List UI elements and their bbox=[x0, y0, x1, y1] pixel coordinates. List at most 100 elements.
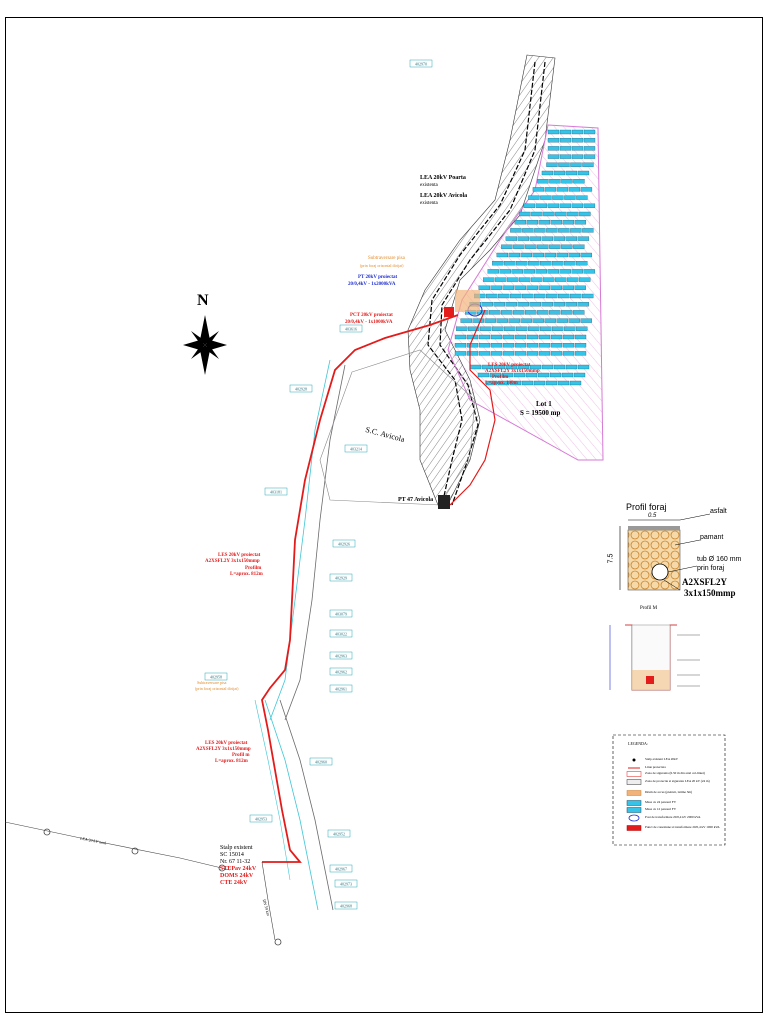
north-label: N bbox=[197, 292, 209, 309]
pv-panel-table bbox=[565, 364, 578, 370]
pv-panel-table bbox=[517, 302, 529, 307]
parcel-code: 402973 bbox=[340, 882, 352, 887]
pv-panel-table bbox=[580, 187, 593, 192]
profil-foraj-prin: prin foraj bbox=[697, 565, 725, 572]
pv-panel-table bbox=[532, 187, 545, 192]
pv-panel-table bbox=[565, 170, 578, 176]
pv-panel-table bbox=[501, 310, 513, 315]
pv-panel-table bbox=[525, 310, 537, 315]
legend-symbol bbox=[626, 807, 642, 813]
pv-panel-table bbox=[544, 318, 556, 323]
pv-panel-table bbox=[504, 261, 516, 266]
pv-panel-table bbox=[550, 351, 563, 356]
pv-panel-table bbox=[505, 302, 517, 307]
profil-foraj-pamant: pamant bbox=[700, 534, 724, 541]
profil-m-diagram bbox=[609, 624, 700, 691]
pv-panel-table bbox=[559, 129, 572, 135]
parcel-code: 402928 bbox=[295, 387, 307, 392]
pv-panel-table bbox=[541, 302, 553, 307]
pv-panel-table bbox=[550, 343, 563, 348]
pt47-transformer-icon bbox=[438, 495, 450, 509]
pv-panel-table bbox=[523, 269, 535, 274]
parcel-code: 402963 bbox=[335, 654, 347, 659]
pv-panel-table bbox=[549, 244, 561, 249]
profil-m-title: Profil M bbox=[640, 606, 658, 611]
parcel-code: 402929 bbox=[335, 576, 347, 581]
pv-panel-table bbox=[454, 351, 467, 356]
pv-panel-table bbox=[490, 343, 503, 348]
lea-avicola-label: LEA 20kV Avicola bbox=[420, 193, 468, 199]
pv-panel-table bbox=[469, 364, 482, 370]
parcel-code: 402953 bbox=[255, 817, 267, 822]
legend-item-label: Masa cu 24 panouri FV bbox=[645, 799, 677, 804]
pv-panel-table bbox=[537, 244, 549, 249]
pv-panel-table bbox=[577, 302, 589, 307]
profil-foraj-cable-2: 3x1x150mmp bbox=[684, 588, 736, 598]
dn-road-line bbox=[261, 861, 276, 941]
pv-panel-table bbox=[481, 364, 494, 370]
parcel-box bbox=[334, 901, 358, 910]
legend-symbol bbox=[626, 771, 642, 777]
pv-panel-table bbox=[525, 372, 538, 378]
pv-panel-table bbox=[550, 334, 563, 340]
pv-panel-table bbox=[508, 318, 520, 323]
les-mid-1: LES 20kV proiectat bbox=[218, 553, 261, 558]
pv-panel-table bbox=[489, 372, 502, 378]
pv-panel-table bbox=[570, 228, 582, 233]
pv-panel-table bbox=[562, 334, 575, 340]
pv-panel-table bbox=[507, 277, 519, 282]
pv-panel-table bbox=[583, 154, 596, 159]
parcel-code: 403079 bbox=[335, 612, 347, 617]
parcel-box bbox=[204, 672, 228, 681]
pv-panel-table bbox=[577, 170, 590, 176]
pv-panel-table bbox=[513, 372, 526, 378]
legend-symbol bbox=[632, 758, 636, 762]
pv-panel-table bbox=[553, 302, 565, 307]
pv-panel-table bbox=[583, 203, 596, 208]
pv-panel-table bbox=[574, 334, 587, 340]
pv-panel-table bbox=[454, 334, 467, 340]
parcel-code: 403214 bbox=[350, 447, 362, 452]
lea-line-a bbox=[427, 61, 536, 506]
pv-panel-table bbox=[553, 170, 566, 176]
legend-item-label: Post de transformare 20/0,4 kV 2000 kVA bbox=[645, 814, 701, 819]
pv-panel-table bbox=[481, 302, 493, 307]
pv-panel-table bbox=[555, 277, 567, 282]
pv-panel-table bbox=[573, 179, 585, 184]
pv-panel-table bbox=[574, 351, 587, 356]
pv-panel-table bbox=[544, 252, 556, 258]
pv-panel-table bbox=[534, 228, 546, 233]
pv-panel-table bbox=[526, 220, 539, 225]
pv-panel-table bbox=[496, 318, 508, 323]
profil-foraj-diagram bbox=[619, 513, 711, 591]
pv-panel-table bbox=[528, 326, 540, 331]
pv-panel-table bbox=[549, 372, 562, 378]
pv-panel-table bbox=[546, 162, 558, 167]
pv-panel-table bbox=[505, 236, 518, 241]
pv-panel-table bbox=[537, 179, 549, 184]
pv-panel-table bbox=[538, 220, 551, 225]
pv-panel-table bbox=[486, 293, 498, 299]
legend-item-label: Stalp existent LEA 20kV bbox=[645, 756, 679, 761]
pv-panel-table bbox=[493, 364, 506, 370]
profil-foraj-cable-1: A2XSFL2Y bbox=[682, 577, 728, 587]
pv-panel-table bbox=[522, 228, 534, 233]
pv-panel-table bbox=[477, 372, 490, 378]
pv-panel-table bbox=[508, 252, 521, 258]
pv-panel-table bbox=[478, 343, 491, 348]
parcel-box bbox=[329, 684, 353, 693]
profil-foraj-dim-top: 0.5 bbox=[648, 513, 657, 519]
profil-foraj-dim-side: 7.5 bbox=[607, 553, 615, 564]
pv-panel-table bbox=[561, 179, 573, 184]
pv-panel-table bbox=[478, 334, 491, 340]
pv-panel-table bbox=[547, 138, 560, 143]
parcel-code: 402968 bbox=[340, 904, 352, 909]
pv-panel-table bbox=[565, 236, 578, 241]
pv-panel-table bbox=[569, 380, 582, 386]
pv-panel-table bbox=[472, 318, 484, 323]
pt-proiectat-1: PT 20kV proiectat bbox=[358, 275, 398, 280]
pv-panel-table bbox=[583, 138, 596, 143]
pv-panel-table bbox=[582, 162, 594, 167]
profil-foraj-title: Profil foraj bbox=[626, 502, 667, 512]
pv-panel-table bbox=[553, 364, 566, 370]
